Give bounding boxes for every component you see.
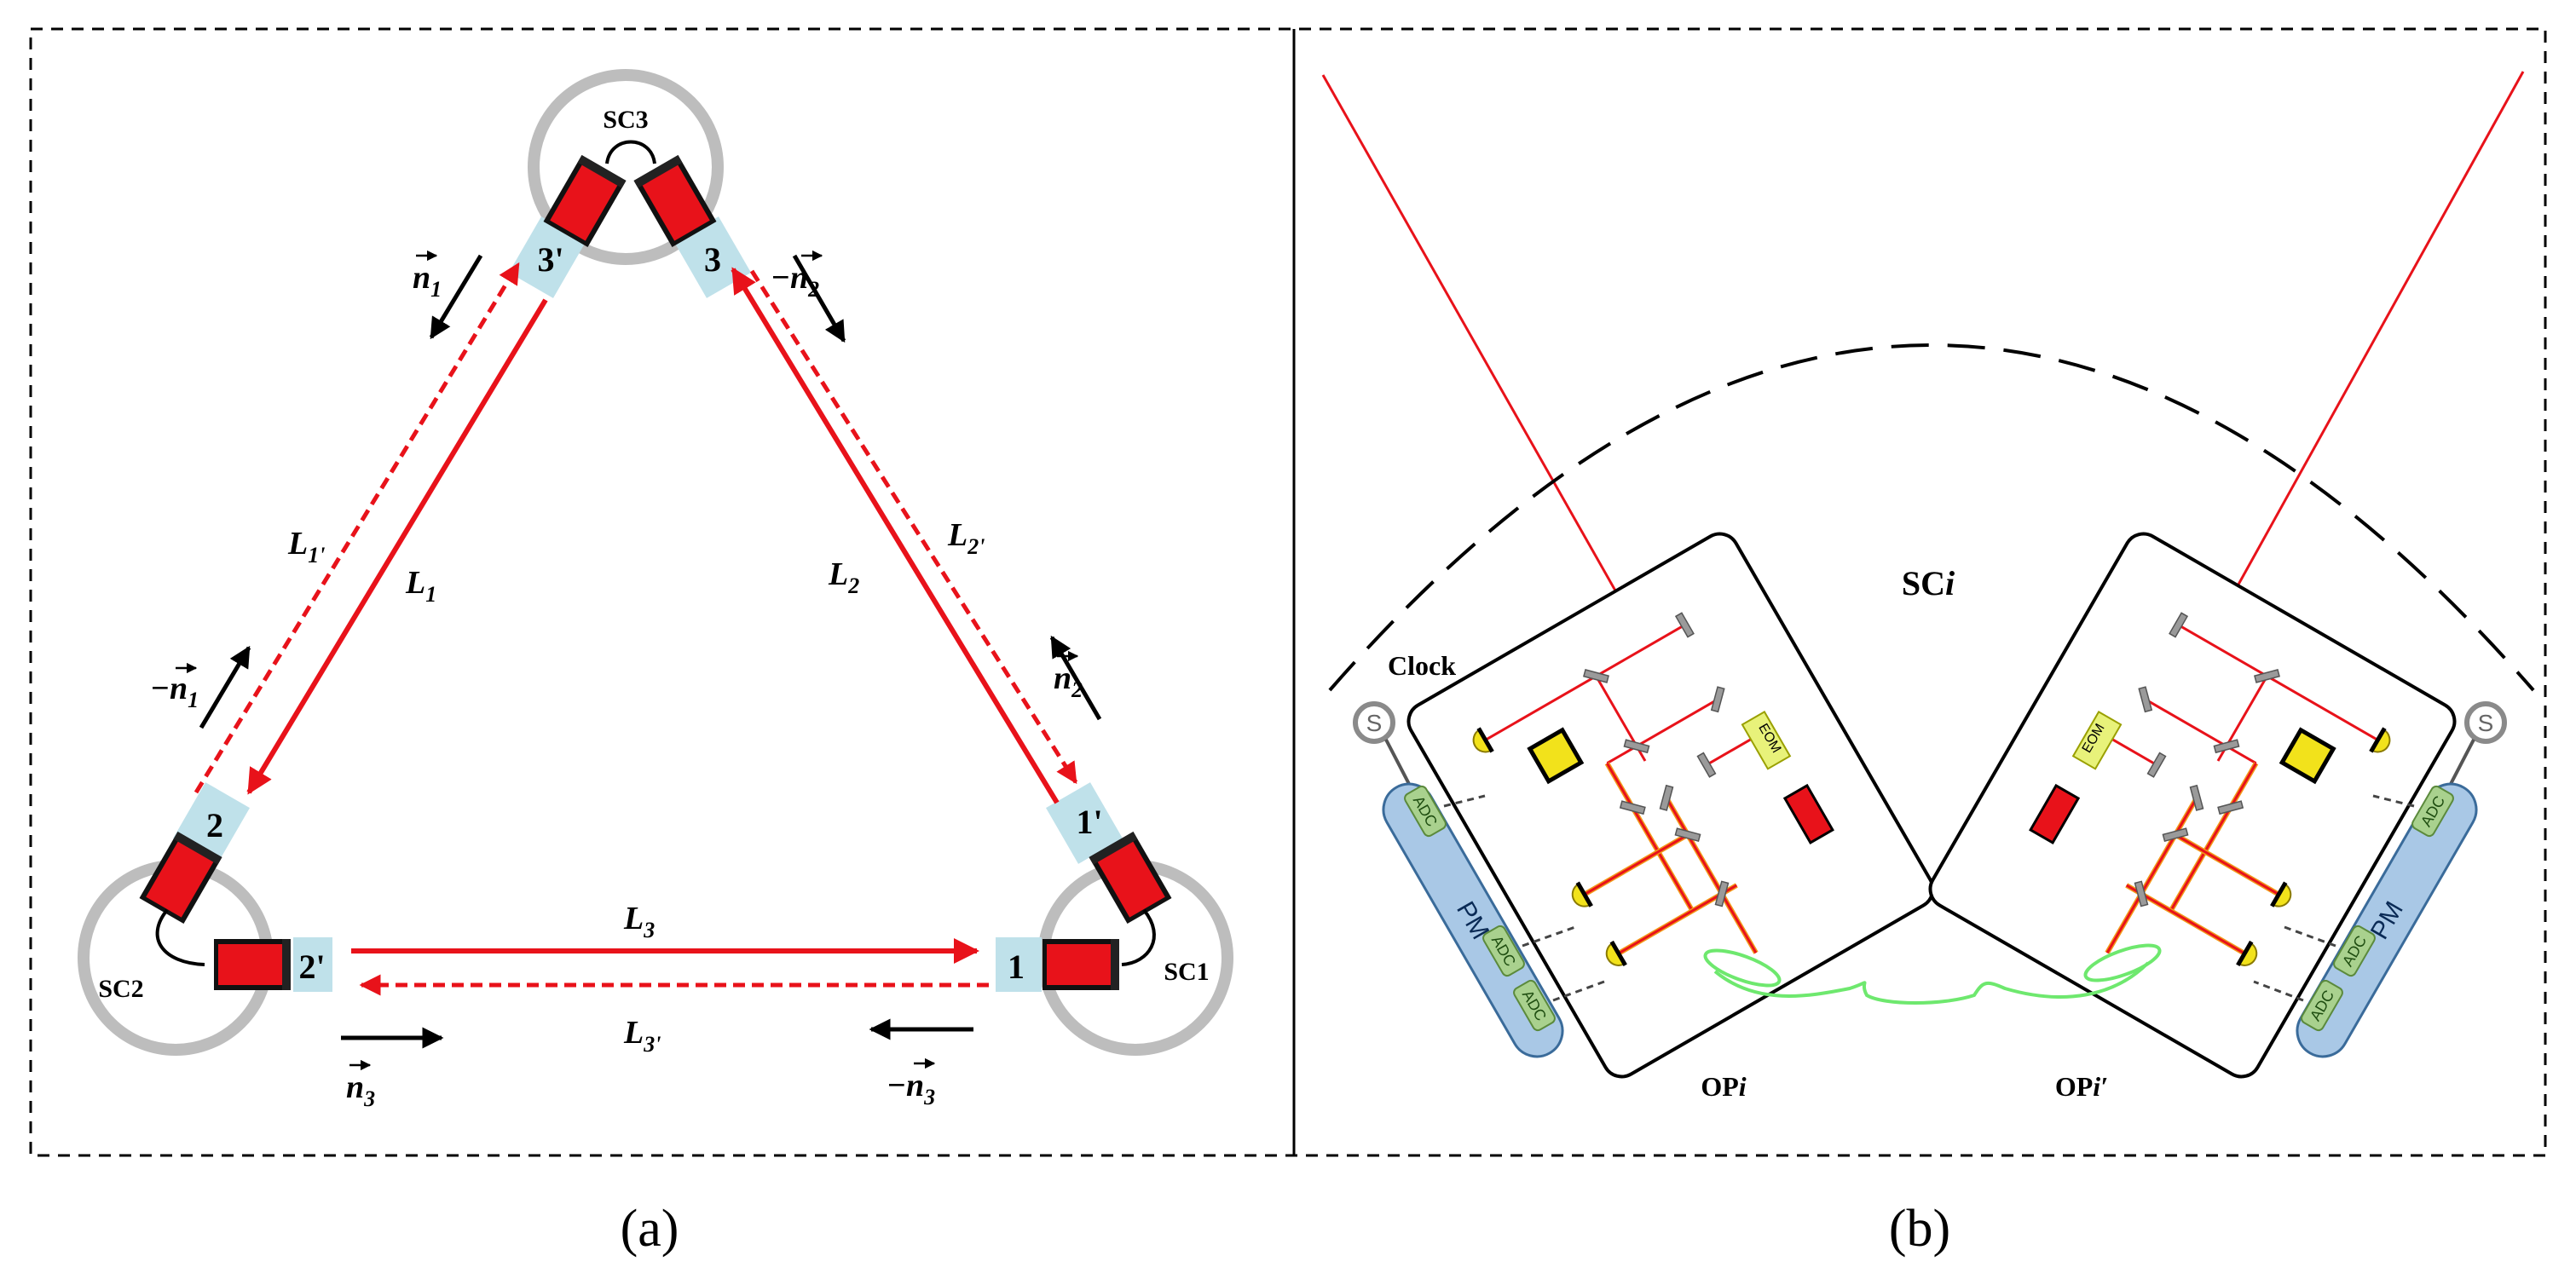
sc1-fiber-link: [1121, 908, 1156, 966]
clock-icon-left: [1353, 701, 1395, 744]
outer-frame: [29, 27, 2547, 1157]
label-L3: L3: [623, 901, 655, 942]
sc-i-label: SCi: [1902, 564, 1955, 602]
port-3-label: 3: [704, 240, 721, 279]
label-n2: n2: [1054, 650, 1083, 702]
label-L2: L2: [828, 556, 859, 598]
port-1-box: [996, 937, 1042, 992]
caption-b: (b): [1889, 1200, 1950, 1258]
sc3-ring: [528, 69, 724, 265]
n2-arrow: [1049, 635, 1102, 721]
optical-bench-left: EOM: [1406, 532, 1935, 1079]
label-neg-n1: −n1: [150, 662, 199, 712]
beam-L1: [246, 298, 548, 795]
sc1-laser-left: [1043, 939, 1119, 990]
port-2p-box: [293, 937, 332, 992]
svg-text:n3: n3: [346, 1069, 375, 1111]
sc3-label: SC3: [603, 106, 648, 134]
clock-icon-right: [2464, 701, 2507, 744]
sc3-fiber-link: [605, 140, 656, 164]
panel-a: SC3 SC2 SC1 3' 3 2 1' 2' 1 L1' L1 L2 L2'…: [78, 69, 1233, 1111]
op-i-label: OPi: [1701, 1071, 1746, 1102]
panel-b: EOM: [1321, 71, 2535, 1102]
fiber-coil-left: [1703, 948, 1782, 988]
port-3p-label: 3': [537, 240, 563, 279]
beam-L2p: [749, 269, 1078, 785]
port-1p-label: 1': [1076, 803, 1102, 841]
n1-arrow: [429, 254, 483, 340]
beam-L2: [731, 267, 1060, 804]
port-1p-box: [1046, 782, 1123, 864]
svg-text:n2: n2: [1054, 660, 1083, 702]
pm-right: [2296, 782, 2478, 1058]
sc2-fiber-link: [155, 908, 205, 966]
label-neg-n3: −n3: [887, 1057, 936, 1109]
port-1-label: 1: [1008, 948, 1025, 986]
label-L1p: L1': [287, 526, 325, 567]
label-neg-n2: −n2: [771, 250, 823, 302]
neg-n2-arrow: [792, 254, 846, 343]
label-L1: L1: [405, 565, 436, 607]
svg-text:−n3: −n3: [887, 1068, 935, 1109]
label-L3p: L3': [623, 1015, 661, 1057]
beam-L1p: [193, 262, 521, 794]
sc2-laser-right: [214, 939, 291, 990]
svg-text:−n1: −n1: [150, 671, 199, 712]
clock-label: Clock: [1388, 650, 1456, 681]
svg-text:S: S: [2478, 710, 2494, 736]
svg-text:S: S: [1366, 710, 1383, 736]
svg-text:−n2: −n2: [771, 260, 819, 302]
op-i-prime-label: OPi′: [2055, 1071, 2108, 1102]
svg-text:n1: n1: [413, 260, 442, 302]
fiber-coil-right: [2083, 943, 2162, 982]
sc1-label: SC1: [1164, 958, 1209, 986]
label-L2p: L2': [947, 517, 985, 559]
sc2-label: SC2: [98, 975, 143, 1003]
port-2p-label: 2': [298, 948, 325, 986]
port-2-label: 2: [206, 806, 223, 844]
port-3p-box: [509, 216, 586, 298]
neg-n1-arrow: [199, 645, 251, 729]
label-n3: n3: [346, 1059, 375, 1111]
caption-a: (a): [621, 1200, 679, 1258]
label-n1: n1: [413, 250, 442, 302]
optical-bench-right: EOM: [1928, 532, 2457, 1079]
backlink-fiber: [1713, 961, 2150, 1005]
sc-boundary-arc: [1328, 343, 2535, 692]
